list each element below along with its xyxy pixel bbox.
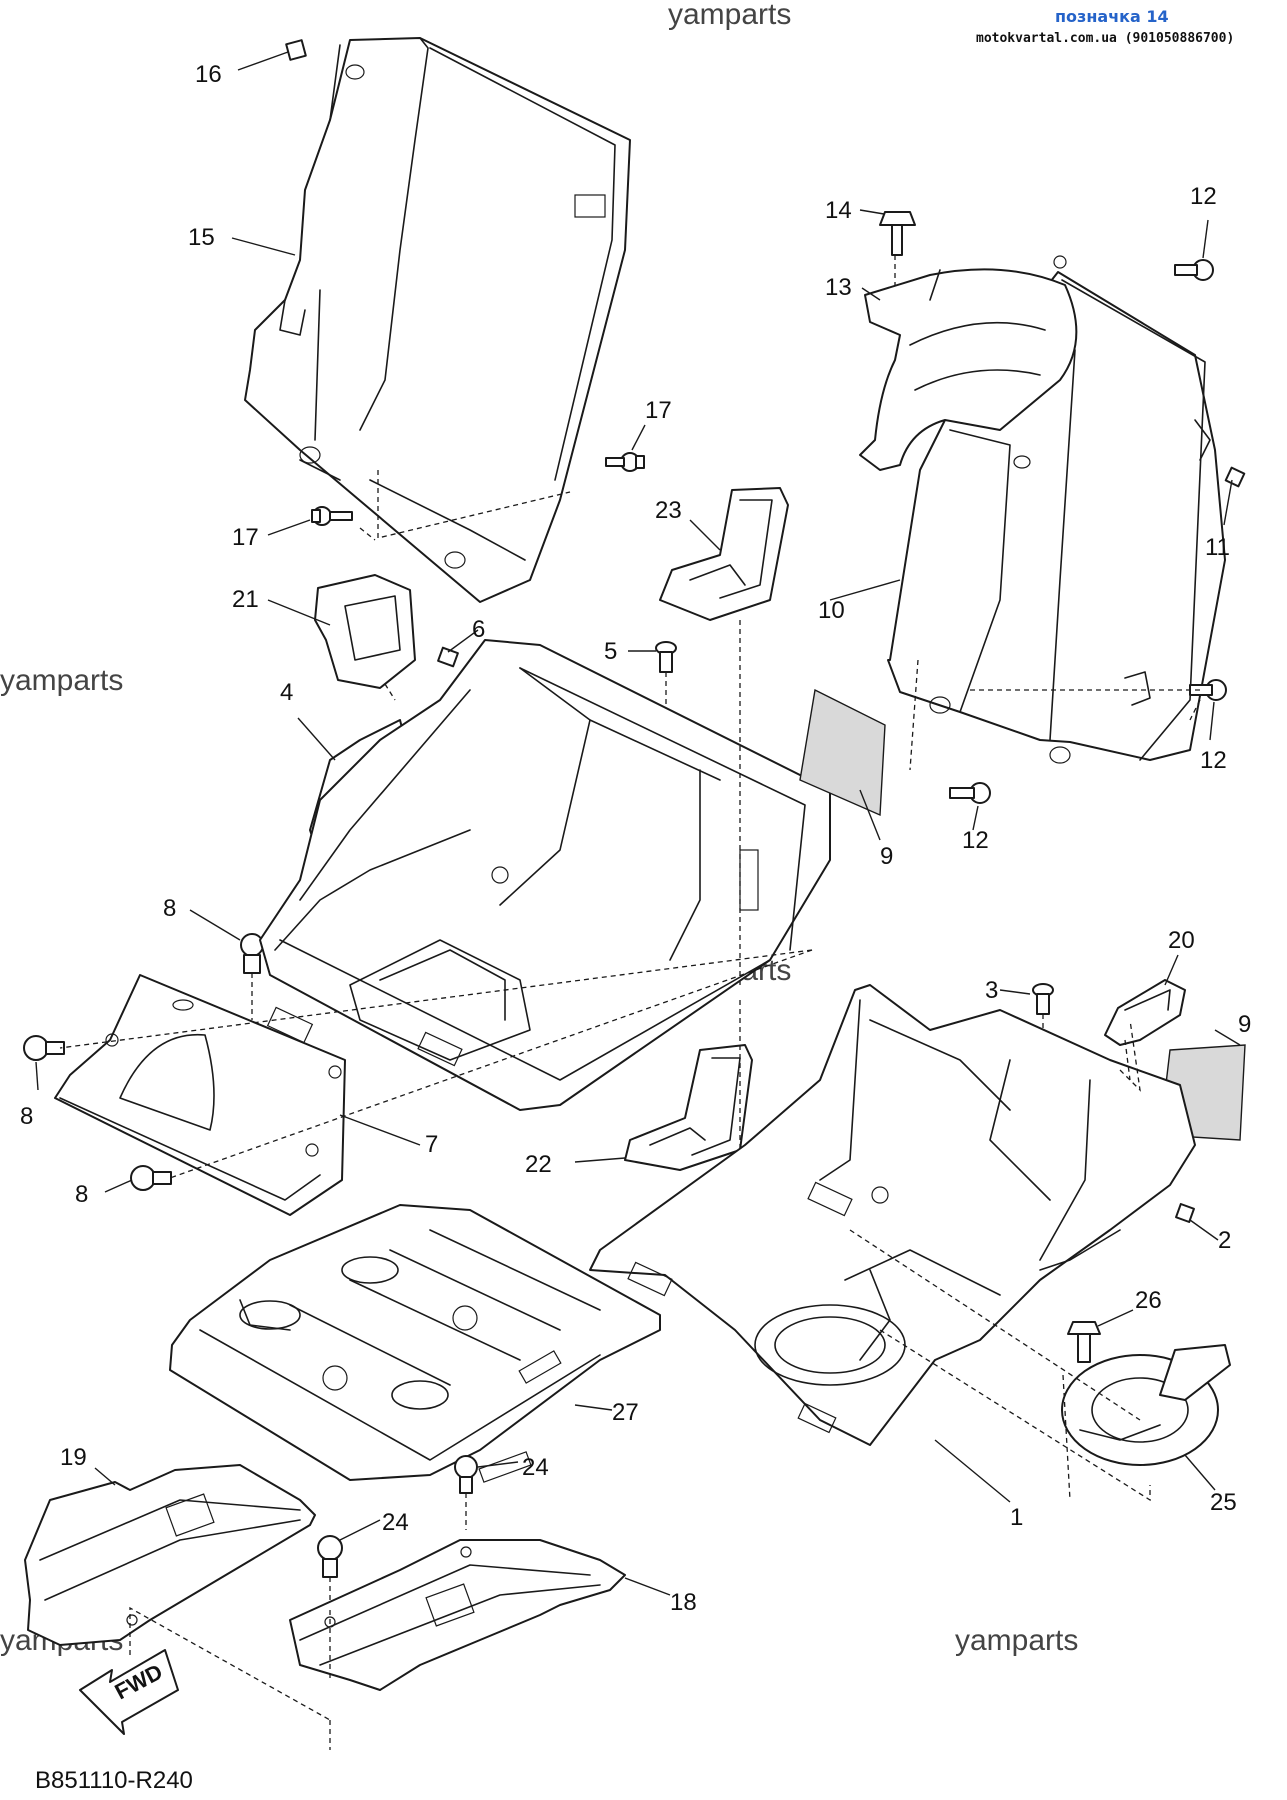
callout-23: 23 — [655, 497, 682, 524]
callout-14: 14 — [825, 197, 852, 224]
callout-3: 3 — [985, 977, 998, 1004]
part-26-bolt — [1067, 1321, 1101, 1363]
part-15-rear-panel — [244, 37, 631, 603]
part-11-clip — [1224, 466, 1246, 488]
part-12-fastener-mid — [1189, 679, 1227, 701]
part-24-bolt-upper — [454, 1455, 478, 1530]
part-1-floor-tub — [589, 984, 1196, 1446]
part-14-bolt — [879, 211, 916, 256]
center-tray — [259, 639, 831, 1111]
header-site: motokvartal.com.ua (901050886700) — [976, 31, 1234, 46]
callout-22: 22 — [525, 1151, 552, 1178]
part-23-holder — [659, 487, 789, 621]
callout-16: 16 — [195, 61, 222, 88]
callout-12-bottom: 12 — [962, 827, 989, 854]
callout-20: 20 — [1168, 927, 1195, 954]
alignment-lines — [59, 255, 1201, 1750]
callout-27: 27 — [612, 1399, 639, 1426]
callout-17-lower: 17 — [232, 524, 259, 551]
part-12-fastener-top — [1174, 259, 1214, 281]
callout-24-upper: 24 — [522, 1454, 549, 1481]
leader-lines — [35, 51, 1241, 1596]
callout-13: 13 — [825, 274, 852, 301]
part-16-clip — [285, 39, 307, 61]
callout-21: 21 — [232, 586, 259, 613]
callout-19: 19 — [60, 1444, 87, 1471]
callout-1: 1 — [1010, 1504, 1023, 1531]
callout-2: 2 — [1218, 1227, 1231, 1254]
callout-17-upper: 17 — [645, 397, 672, 424]
part-9-pad-upper — [799, 688, 886, 817]
watermark-left: yamparts — [0, 664, 123, 697]
part-20-bracket — [1104, 979, 1186, 1046]
callout-24-lower: 24 — [382, 1509, 409, 1536]
callout-8-left: 8 — [20, 1103, 33, 1130]
watermark-bottom-right: yamparts — [955, 1624, 1078, 1657]
callout-12-top: 12 — [1190, 183, 1217, 210]
part-27-skid-plate — [169, 1204, 661, 1483]
fwd-arrow: FWD — [79, 1649, 179, 1735]
part-2-clip — [1175, 1203, 1195, 1223]
part-12-fastener-bottom — [949, 782, 991, 804]
part-8-fastener-bottom — [130, 1165, 172, 1191]
callout-8-top: 8 — [163, 895, 176, 922]
part-25-cover — [1061, 1344, 1231, 1466]
part-19-skid-plate — [24, 1464, 316, 1646]
callout-8-bottom: 8 — [75, 1181, 88, 1208]
part-7-side-panel — [54, 974, 346, 1216]
part-24-bolt-lower — [317, 1535, 343, 1605]
callout-7: 7 — [425, 1131, 438, 1158]
callout-26: 26 — [1135, 1287, 1162, 1314]
callout-25: 25 — [1210, 1489, 1237, 1516]
callout-9-lower: 9 — [1238, 1011, 1251, 1038]
header-label: позначка 14 — [1055, 7, 1169, 26]
callout-18: 18 — [670, 1589, 697, 1616]
part-22-holder — [624, 1044, 753, 1171]
callout-numbers: 16 15 17 17 21 6 5 23 4 8 8 8 7 9 10 11 … — [20, 61, 1251, 1616]
watermark-top: yamparts — [668, 0, 791, 31]
part-6-clip — [437, 646, 459, 668]
callout-9-upper: 9 — [880, 843, 893, 870]
callout-15: 15 — [188, 224, 215, 251]
part-17-rivet-right — [605, 452, 645, 472]
part-13-heat-shield — [859, 255, 1078, 471]
callout-5: 5 — [604, 638, 617, 665]
callout-10: 10 — [818, 597, 845, 624]
callout-12-mid: 12 — [1200, 747, 1227, 774]
part-8-fastener-top — [240, 933, 264, 1020]
callout-6: 6 — [472, 616, 485, 643]
part-21-bracket — [314, 574, 416, 689]
callout-11: 11 — [1205, 534, 1230, 561]
diagram-code: B851110-R240 — [35, 1767, 193, 1794]
part-18-skid-plate — [289, 1539, 626, 1691]
part-17-rivet-left — [311, 506, 353, 526]
part-5-rivet — [655, 641, 677, 722]
part-8-fastener-left — [23, 1035, 65, 1061]
callout-4: 4 — [280, 679, 293, 706]
